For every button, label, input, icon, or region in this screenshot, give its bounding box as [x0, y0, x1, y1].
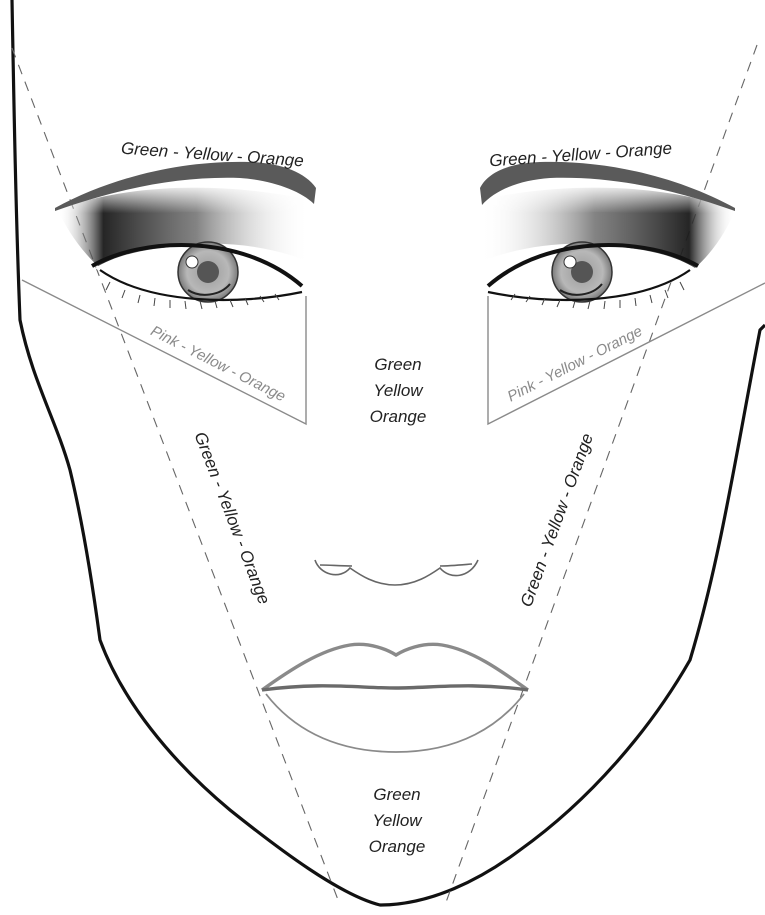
label-under-eye-right: Pink - Yellow - Orange	[505, 323, 645, 406]
lower-lip	[266, 694, 524, 752]
under-eye-zone-right	[488, 283, 765, 424]
lip-line	[262, 686, 528, 690]
label-chin-line1: Green	[373, 785, 420, 804]
label-cheek-left: Green - Yellow - Orange	[190, 429, 273, 607]
label-center-line3: Orange	[370, 407, 427, 426]
label-chin-line2: Yellow	[372, 811, 423, 830]
label-chin-line3: Orange	[369, 837, 426, 856]
label-center-line2: Yellow	[373, 381, 424, 400]
face-outline	[12, 0, 765, 905]
eye-left	[92, 242, 302, 309]
pupil-left	[197, 261, 219, 283]
lips	[262, 644, 528, 752]
nose	[315, 560, 478, 585]
label-under-eye-left: Pink - Yellow - Orange	[148, 323, 288, 406]
eye-right	[488, 242, 698, 309]
label-center-line1: Green	[374, 355, 421, 374]
upper-lip	[262, 644, 528, 690]
